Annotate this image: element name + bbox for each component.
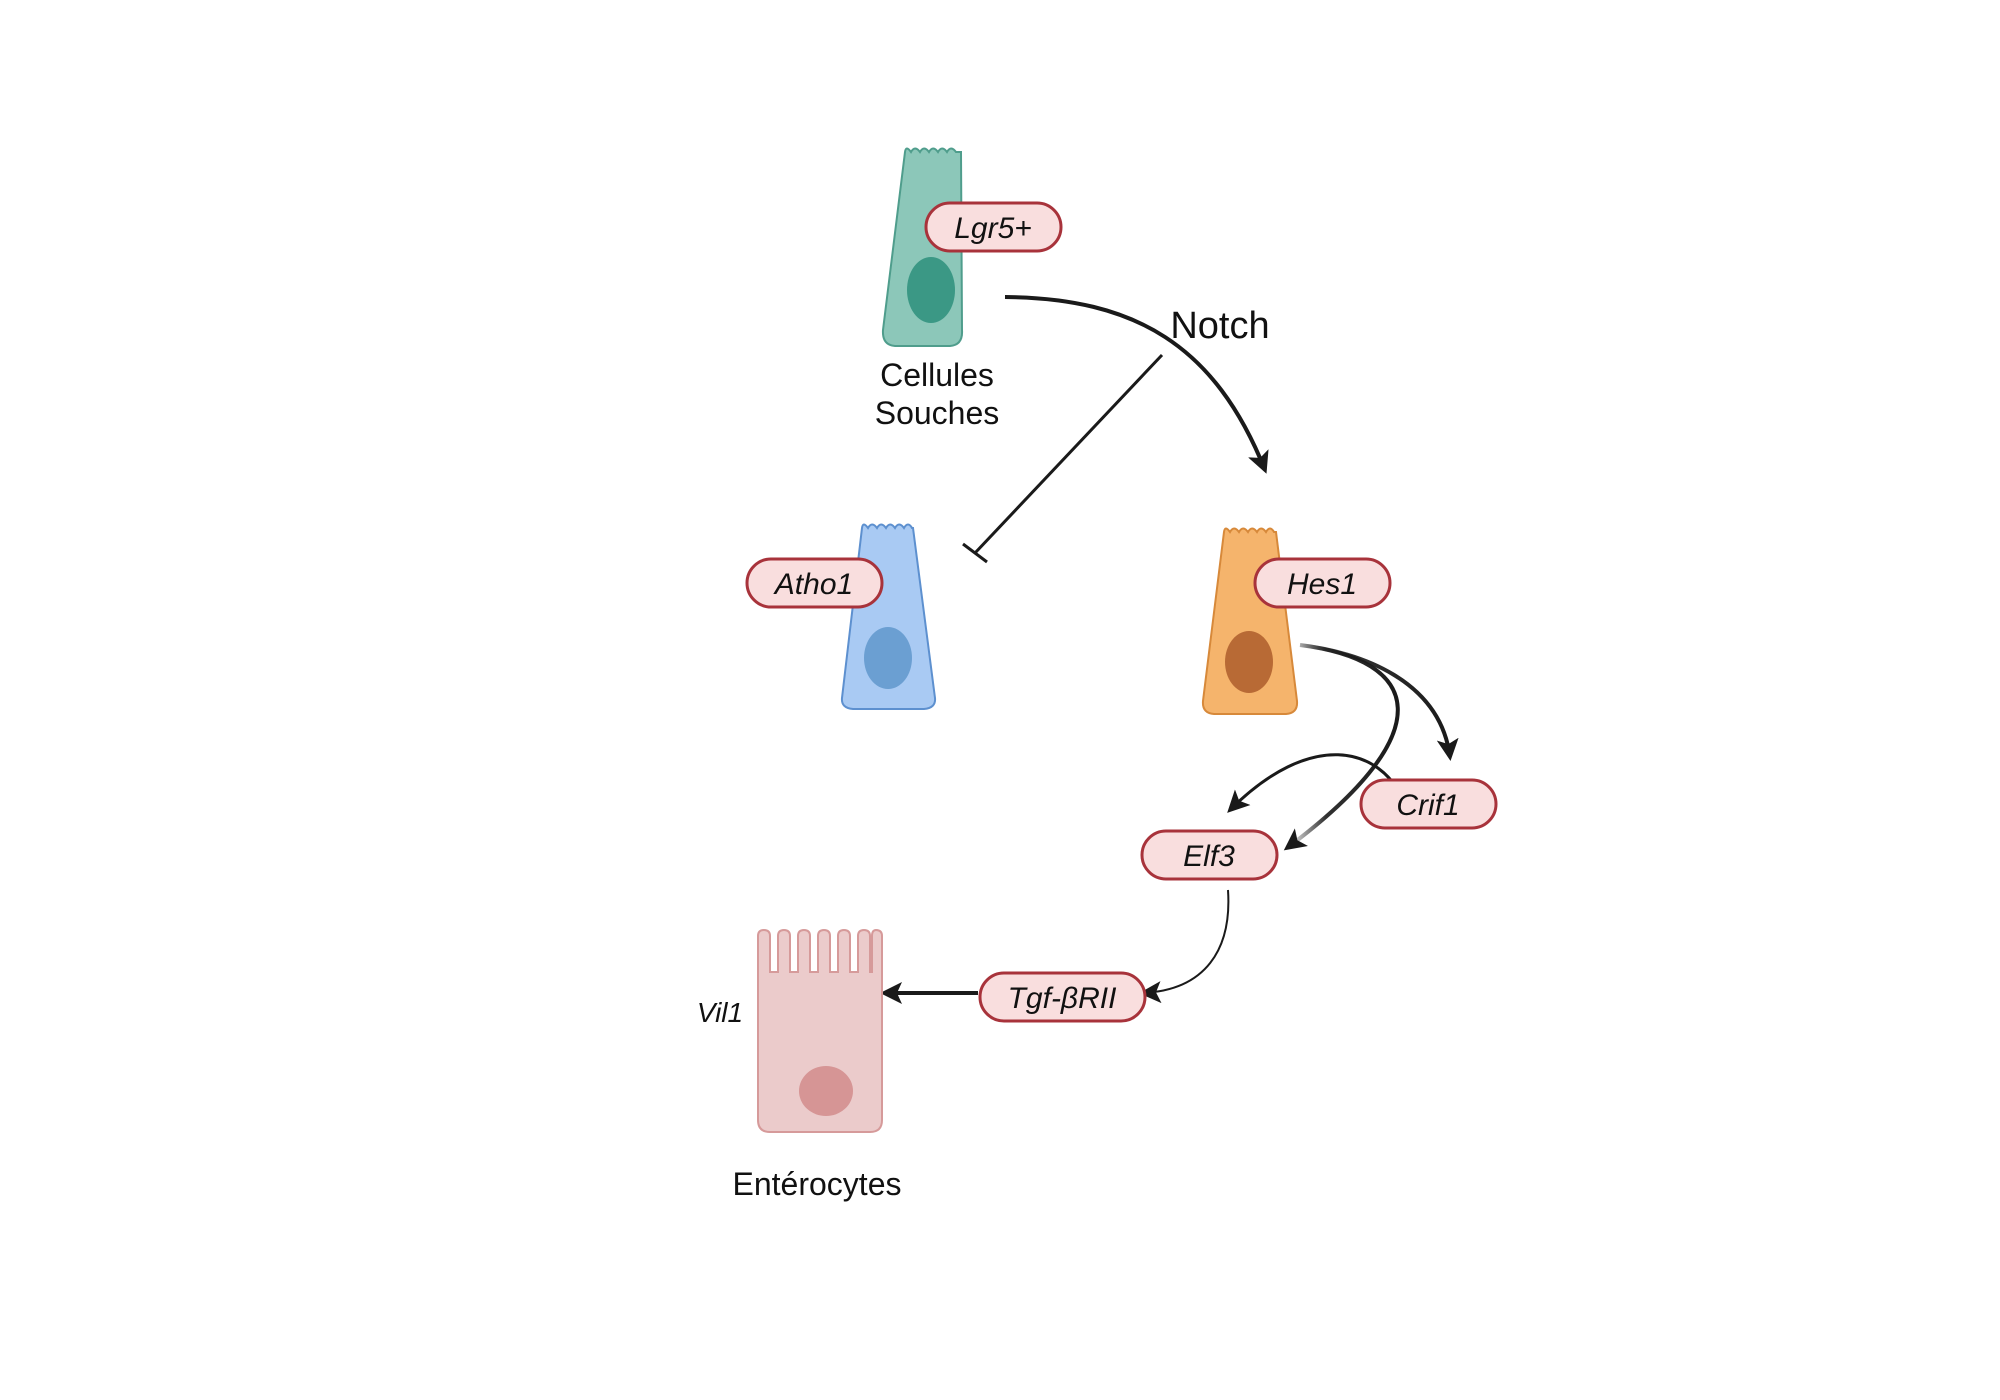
- gene-lgr5-pill: Lgr5+: [924, 201, 1063, 253]
- progenitor-cell: [1201, 527, 1299, 715]
- gene-atho1-label: Atho1: [773, 568, 853, 601]
- secretory-cell-nucleus: [864, 627, 912, 689]
- gene-tgfbrii-pill: Tgf-βRII: [978, 971, 1147, 1023]
- gene-atho1-pill: Atho1: [745, 557, 884, 609]
- enterocyte-cell-nucleus: [799, 1066, 853, 1116]
- gene-crif1-pill: Crif1: [1359, 778, 1498, 830]
- gene-tgfbrii-label: Tgf-βRII: [1008, 982, 1117, 1015]
- gene-lgr5-label: Lgr5+: [954, 212, 1032, 245]
- inhibition-bar: [962, 542, 988, 564]
- stem-cell-nucleus: [907, 257, 955, 323]
- stem-cell-label-line1: Cellules: [880, 357, 994, 393]
- gene-hes1-pill: Hes1: [1253, 557, 1392, 609]
- hes1-to-crif1-arrow: [1299, 643, 1459, 761]
- notch-inhibition-line: [973, 353, 1164, 555]
- secretory-cell: [840, 523, 937, 710]
- notch-activation-arrow: [1004, 295, 1269, 474]
- gene-elf3-label: Elf3: [1183, 840, 1235, 873]
- elf3-to-tgfbrii-arrow: [1139, 889, 1230, 1004]
- stem-cell: [881, 147, 964, 347]
- progenitor-cell-nucleus: [1225, 631, 1273, 693]
- gene-hes1-label: Hes1: [1287, 568, 1357, 601]
- gene-crif1-label: Crif1: [1396, 789, 1459, 822]
- enterocytes-label: Entérocytes: [733, 1166, 902, 1202]
- enterocyte-cell: [757, 928, 883, 1133]
- stem-cell-label-line2: Souches: [875, 395, 1000, 431]
- enterocyte-cell-body: [757, 928, 883, 1133]
- notch-label: Notch: [1170, 305, 1269, 347]
- hes1-to-elf3-arrow: [1283, 643, 1400, 851]
- gene-elf3-pill: Elf3: [1140, 829, 1279, 881]
- vil1-label: Vil1: [697, 997, 743, 1028]
